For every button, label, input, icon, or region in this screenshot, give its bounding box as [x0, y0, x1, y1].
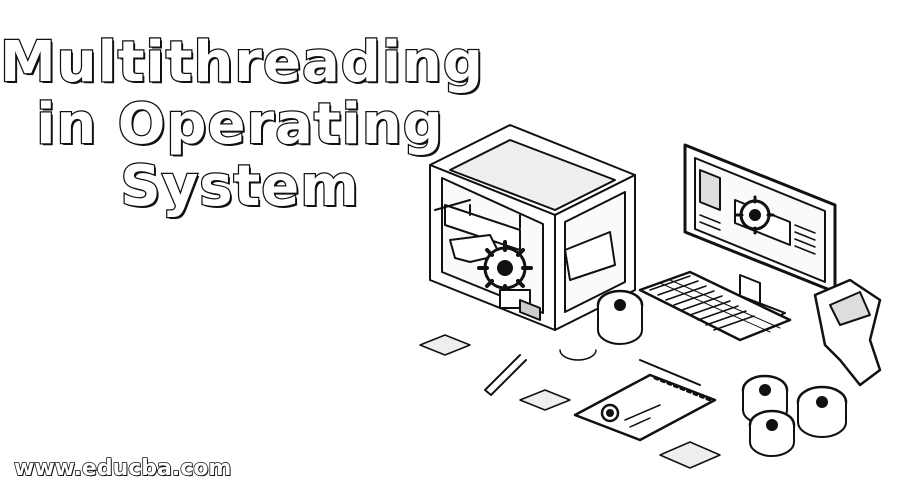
- extruder-tool-illustration: [813, 278, 882, 387]
- website-url: www.educba.com: [13, 455, 232, 482]
- decorative-shapes: [419, 334, 721, 469]
- filament-spool: [748, 409, 796, 457]
- 3d-printer-illustration: [429, 124, 636, 331]
- gear-icon: [477, 240, 533, 296]
- keyboard-illustration: [638, 270, 792, 342]
- title-line-3: System: [119, 154, 360, 219]
- title-line-1: Multithreading: [0, 30, 485, 95]
- title-line-2: in Operating: [35, 92, 444, 157]
- monitor-gear-icon: [735, 195, 775, 235]
- pen-illustration: [484, 354, 527, 396]
- filament-spools-illustration: [596, 289, 848, 457]
- page-title: Multithreading in Operating System: [0, 30, 485, 219]
- notebook-illustration: [573, 373, 717, 442]
- filament-spool: [796, 385, 848, 438]
- filament-spool: [596, 289, 644, 345]
